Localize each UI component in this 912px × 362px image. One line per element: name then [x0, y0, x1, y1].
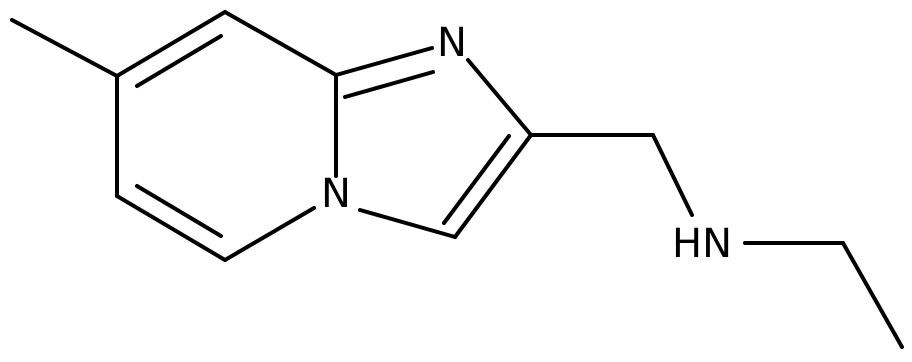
- bond-c7-c6: [115, 10, 227, 78]
- bond-ch2-nh: [651, 133, 694, 217]
- bond-c3-n4: [358, 208, 457, 239]
- bond-c8-c5-inner: [135, 184, 223, 238]
- atom-labels: N N HN: [321, 20, 732, 267]
- bond-c8a-n1: [334, 46, 434, 77]
- bond-c8-c5: [115, 194, 227, 262]
- bond-ch2-ch3: [841, 241, 904, 349]
- atom-label-n-bridge: N: [321, 171, 351, 217]
- bond-n1-c2: [466, 58, 533, 137]
- bond-c2-c3-inner: [442, 134, 511, 225]
- bond-c8a-n1-inner: [343, 70, 435, 99]
- bond-c2-c3: [453, 133, 533, 239]
- bond-c5-n4: [223, 206, 316, 262]
- bond-c6-c8a: [223, 10, 338, 77]
- atom-label-n-imine: N: [437, 20, 467, 66]
- bonds: [10, 10, 904, 349]
- atom-label-nh-amine: HN: [672, 221, 732, 267]
- bond-methyl: [10, 18, 119, 78]
- bond-c7-c6-inner: [135, 34, 223, 88]
